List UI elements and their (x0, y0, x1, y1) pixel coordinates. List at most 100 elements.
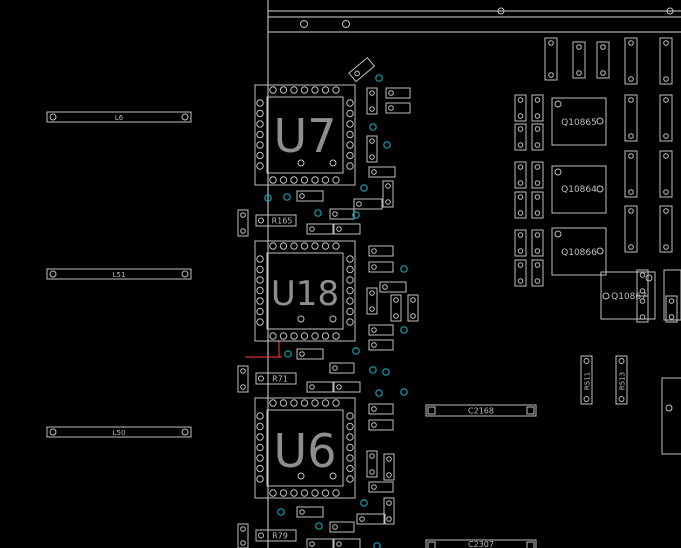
via (400, 265, 408, 273)
smd-pad (332, 365, 338, 371)
ic-pin (311, 399, 319, 407)
smd-pad (517, 210, 524, 216)
via (315, 522, 323, 530)
smd-pad (663, 133, 669, 139)
via (283, 193, 291, 201)
ic-pin (346, 307, 354, 316)
capacitor-c2168[interactable]: C2168 (425, 404, 537, 417)
resistor-r71[interactable]: R71 (255, 372, 297, 385)
ic-pin (290, 489, 298, 497)
smd-outline (514, 191, 527, 219)
ic-u7[interactable]: U7 (254, 84, 356, 186)
capacitor-label: C2168 (468, 407, 494, 416)
ic-pin (311, 86, 319, 94)
smd-passive (385, 87, 411, 99)
ic-pin (346, 475, 354, 483)
ic-pin (256, 454, 264, 462)
ic-pin (300, 86, 309, 94)
smd-pad (371, 406, 377, 412)
ic-pin (256, 141, 264, 149)
smd-passive (531, 229, 544, 257)
ic-pin (256, 433, 264, 441)
ic-u18[interactable]: U18 (254, 240, 356, 342)
ic-pin (346, 297, 354, 305)
smd-pad (356, 201, 362, 207)
transistor-q10866[interactable]: Q10866 (551, 227, 607, 276)
resistor-r513[interactable]: R513 (615, 355, 628, 405)
inductor-l50[interactable]: L50 (46, 426, 192, 438)
resistor-r79[interactable]: R79 (255, 529, 297, 542)
via (400, 326, 408, 334)
smd-outline (383, 497, 395, 525)
transistor-label: Q10866 (561, 248, 597, 258)
smd-passive (636, 295, 649, 323)
smd-outline (368, 481, 394, 493)
smd-outline (368, 261, 394, 273)
smd-passive (382, 180, 394, 208)
smd-passive (237, 209, 249, 237)
smd-passive (596, 41, 610, 79)
smd-pad (517, 278, 524, 284)
smd-outline (366, 135, 378, 163)
smd-pad (299, 193, 305, 199)
smd-passive (531, 259, 544, 287)
smd-pad (386, 472, 392, 478)
smd-passive (624, 37, 638, 85)
inductor-l6[interactable]: L6 (46, 111, 192, 123)
smd-pad (371, 169, 377, 175)
smd-outline (514, 259, 527, 287)
smd-pad (336, 541, 342, 547)
smd-passive (366, 87, 378, 115)
smd-pad (534, 142, 541, 148)
resistor-r165[interactable]: R165 (255, 214, 297, 227)
smd-passive (659, 205, 673, 253)
smd-pad (410, 297, 416, 303)
ic-pin (279, 176, 288, 184)
ic-pin (311, 242, 319, 250)
smd-pad (332, 524, 338, 530)
smd-passive (379, 281, 407, 293)
smd-passive (624, 205, 638, 253)
ic-pin (290, 332, 298, 340)
transistor-q10865[interactable]: Q10865 (551, 97, 607, 146)
ic-pin (297, 315, 305, 323)
inductor-l51[interactable]: L51 (46, 268, 192, 280)
smd-passive (514, 123, 527, 151)
smd-pad (309, 541, 315, 547)
smd-outline (348, 56, 376, 83)
smd-passive (356, 513, 386, 525)
smd-passive (296, 348, 324, 360)
resistor-label: R513 (619, 372, 627, 390)
ic-pin (256, 162, 264, 170)
smd-pad (386, 456, 392, 462)
smd-pad (354, 70, 360, 77)
ic-pin (256, 99, 264, 107)
smd-pad (382, 284, 388, 290)
ic-pin (346, 151, 354, 160)
resistor-r511[interactable]: R511 (580, 355, 593, 405)
smd-pad (336, 384, 342, 390)
ic-pin (346, 464, 354, 473)
ic-pin (332, 86, 340, 94)
smd-outline (531, 259, 544, 287)
smd-outline (659, 94, 673, 142)
resistor-label: R511 (584, 372, 592, 390)
transistor-label: Q10865 (561, 118, 597, 128)
inductor-label: L50 (113, 429, 126, 437)
smd-passive (237, 523, 249, 548)
smd-outline (531, 161, 544, 189)
transistor-q10867[interactable]: Q10867 (600, 271, 656, 320)
smd-passive (407, 294, 419, 322)
smd-passive (624, 94, 638, 142)
smd-pad (534, 164, 541, 170)
capacitor-c2307[interactable]: C2307 (425, 539, 537, 548)
via (352, 347, 360, 355)
smd-pad (628, 189, 634, 195)
ic-u6[interactable]: U6 (254, 397, 356, 499)
transistor-q10864[interactable]: Q10864 (551, 165, 607, 214)
smd-outline (333, 223, 361, 235)
smd-outline (237, 365, 249, 393)
ic-pin (256, 464, 264, 473)
smd-pad (309, 226, 315, 232)
